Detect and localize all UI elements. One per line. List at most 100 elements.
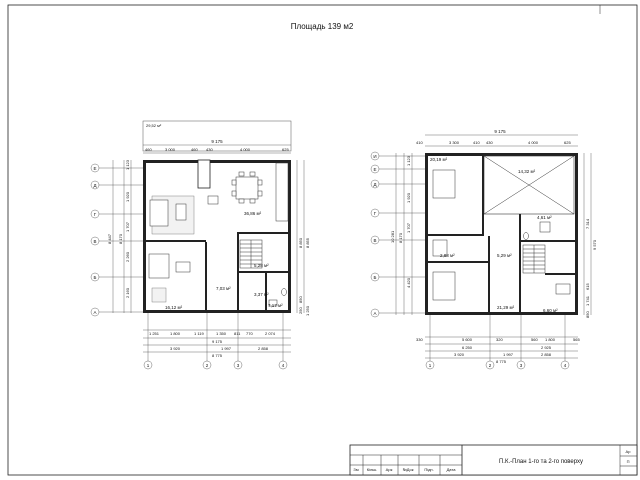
svg-text:250: 250 (298, 307, 303, 314)
svg-text:4 000: 4 000 (528, 140, 539, 145)
toilet (281, 288, 287, 296)
exterior-walls (143, 160, 291, 313)
svg-text:1 123: 1 123 (125, 159, 130, 170)
sheet-title: Площадь 139 м2 (291, 22, 354, 31)
room-area: 7,03 м² (216, 286, 231, 291)
svg-text:3 000: 3 000 (165, 147, 176, 152)
svg-text:430: 430 (486, 140, 493, 145)
stamp-header: №Док (402, 467, 413, 472)
kitchen-counter (275, 162, 289, 222)
sheet-frame (7, 4, 638, 476)
interior-walls (428, 156, 575, 312)
room-area: 14,32 м² (518, 169, 536, 174)
toilet (523, 232, 529, 240)
svg-text:9 570: 9 570 (592, 239, 597, 250)
room-area: 4,61 м² (537, 215, 552, 220)
bottom-dims-row2: 6 250 2 925 (462, 345, 552, 350)
stairs-1 (239, 239, 263, 269)
room-area: 5,28 м² (254, 263, 269, 268)
stamp-header: Кільк. (367, 467, 378, 472)
svg-text:2: 2 (489, 363, 492, 368)
stamp-header: Арк (386, 467, 393, 472)
bottom-overall-dim: 8 775 (496, 359, 507, 364)
svg-text:6 250: 6 250 (462, 345, 473, 350)
svg-text:2 858: 2 858 (258, 346, 269, 351)
svg-text:Б: Б (374, 275, 377, 280)
bottom-dims-row3: 3 920 1 997 2 858 (170, 346, 269, 351)
room-area: 7,17 м² (268, 303, 283, 308)
bottom-dims-row1: 330 5 600 320 560 1 800 565 (416, 337, 580, 342)
left-dims: 1 123 1 920 1 707 4 420 8 170 10 281 (390, 155, 411, 288)
svg-text:1 920: 1 920 (406, 192, 411, 203)
second-floor-plan: 20,19 м² 14,32 м² 4,61 м² 2,88 м² 5,29 м… (370, 129, 597, 370)
room-area: 16,12 м² (165, 305, 183, 310)
bottom-dims-row3: 3 920 1 997 2 858 (454, 352, 552, 357)
bedroom-rug (151, 287, 167, 303)
svg-text:В: В (373, 238, 376, 243)
stamp-side: Ар (626, 449, 632, 454)
svg-text:330: 330 (416, 337, 423, 342)
svg-text:850: 850 (298, 296, 303, 303)
right-dims: 8 850 8 855 850 250 1 250 (298, 237, 310, 316)
svg-text:А: А (93, 310, 96, 315)
room-area: 36,86 м² (244, 211, 262, 216)
svg-text:8 850: 8 850 (298, 237, 303, 248)
svg-text:2 074: 2 074 (265, 331, 276, 336)
top-dims: 410 3 300 410 430 4 000 625 (416, 140, 571, 145)
row-axes: И Е Д Г В Б А (370, 151, 425, 318)
svg-text:4 000: 4 000 (240, 147, 251, 152)
svg-text:565: 565 (573, 337, 580, 342)
svg-text:3 920: 3 920 (454, 352, 465, 357)
stamp-side: П (627, 459, 630, 464)
svg-text:Е: Е (93, 166, 96, 171)
svg-text:1 251: 1 251 (149, 331, 160, 336)
stamp-title: П.К.-План 1-го та 2-го поверху (499, 459, 583, 465)
svg-text:4: 4 (282, 363, 285, 368)
svg-text:1 800: 1 800 (170, 331, 181, 336)
svg-text:1 250: 1 250 (305, 305, 310, 316)
svg-text:320: 320 (496, 337, 503, 342)
room-area: 2,88 м² (440, 253, 455, 258)
svg-text:2: 2 (206, 363, 209, 368)
svg-text:И: И (373, 154, 376, 159)
svg-text:Г: Г (374, 211, 377, 216)
svg-text:1 741: 1 741 (585, 295, 590, 306)
row-axes: Е Д Г В Б А (90, 163, 143, 317)
room-area: 20,19 м² (430, 157, 448, 162)
svg-text:1 800: 1 800 (545, 337, 556, 342)
svg-text:3 920: 3 920 (170, 346, 181, 351)
svg-text:560: 560 (531, 337, 538, 342)
title-block: Зм Кільк. Арк №Док Підп. Дата П.К.-План … (349, 444, 638, 476)
stairs-2 (522, 244, 546, 274)
svg-text:3: 3 (520, 363, 523, 368)
svg-text:Е: Е (373, 167, 376, 172)
svg-text:1 997: 1 997 (221, 346, 232, 351)
svg-text:2 260: 2 260 (125, 251, 130, 262)
right-dims: 7 314 9 570 615 1 741 850 (585, 218, 597, 318)
bottom-overall-dim: 8 775 (212, 353, 223, 358)
svg-text:5 600: 5 600 (462, 337, 473, 342)
svg-text:1 123: 1 123 (406, 155, 411, 166)
svg-text:Д: Д (373, 182, 376, 187)
svg-text:770: 770 (246, 331, 253, 336)
bottom-dims-row1: 1 251 1 800 1 119 1 350 811 770 2 074 (149, 331, 276, 336)
porch-recess (197, 159, 211, 189)
svg-text:3 300: 3 300 (449, 140, 460, 145)
svg-text:2 925: 2 925 (541, 345, 552, 350)
svg-text:А: А (373, 311, 376, 316)
svg-text:1 119: 1 119 (194, 331, 204, 336)
stamp-header: Зм (353, 467, 358, 472)
svg-text:1: 1 (429, 363, 432, 368)
stamp-header: Дата (447, 467, 457, 472)
dining-chairs (231, 171, 263, 204)
svg-text:В: В (93, 239, 96, 244)
svg-text:3: 3 (237, 363, 240, 368)
desk (175, 261, 191, 273)
svg-text:2 858: 2 858 (541, 352, 552, 357)
svg-text:1: 1 (147, 363, 150, 368)
svg-text:8 855: 8 855 (305, 237, 310, 248)
svg-text:625: 625 (282, 147, 289, 152)
svg-text:430: 430 (206, 147, 213, 152)
svg-text:1 350: 1 350 (216, 331, 227, 336)
armchair (207, 195, 219, 205)
